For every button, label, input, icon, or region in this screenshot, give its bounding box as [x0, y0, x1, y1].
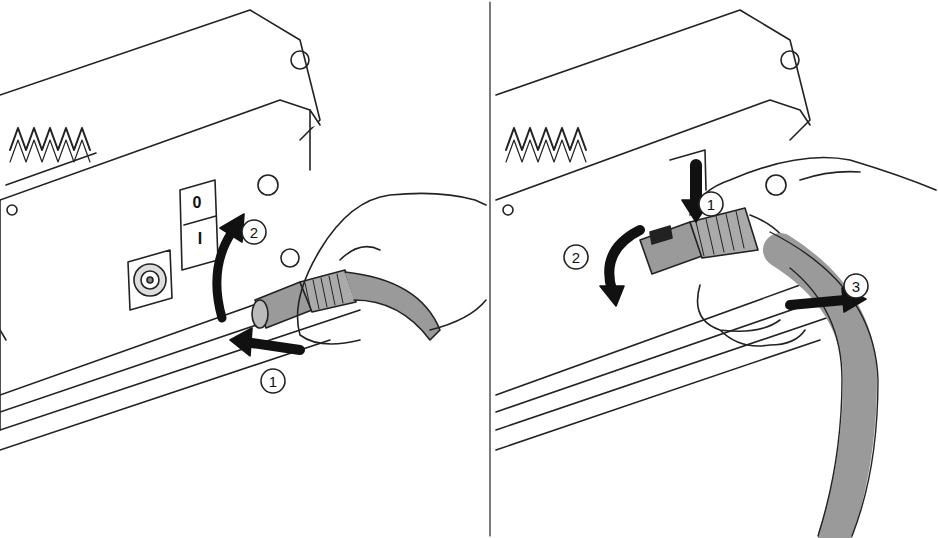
callout-circle: [242, 220, 266, 244]
device-housing: [496, 10, 850, 450]
callout-number: 1: [707, 197, 715, 212]
callout-circle: [261, 369, 285, 393]
socket: [128, 250, 172, 310]
turn-arrow: [609, 230, 640, 290]
device-housing: [0, 10, 360, 450]
callout-circle: [844, 274, 868, 298]
hand: [690, 158, 936, 347]
power-switch: [180, 180, 218, 270]
cable-outline: [770, 232, 878, 536]
callout-number: 3: [852, 279, 860, 294]
plug: [252, 270, 440, 340]
pull-arrow: [790, 300, 845, 305]
panel-divider: [489, 2, 490, 536]
turn-arrow: [217, 232, 232, 318]
callout-number: 2: [250, 225, 258, 240]
push-arrow: [245, 342, 300, 350]
callout-number: 2: [572, 250, 580, 265]
callout-circle: [699, 192, 723, 216]
press-arrow: [690, 165, 702, 202]
callout-circle: [564, 245, 588, 269]
switch-marking: 0: [193, 195, 202, 211]
callout-number: 1: [269, 374, 277, 389]
switch-marking: I: [198, 231, 202, 247]
hand: [298, 193, 487, 344]
